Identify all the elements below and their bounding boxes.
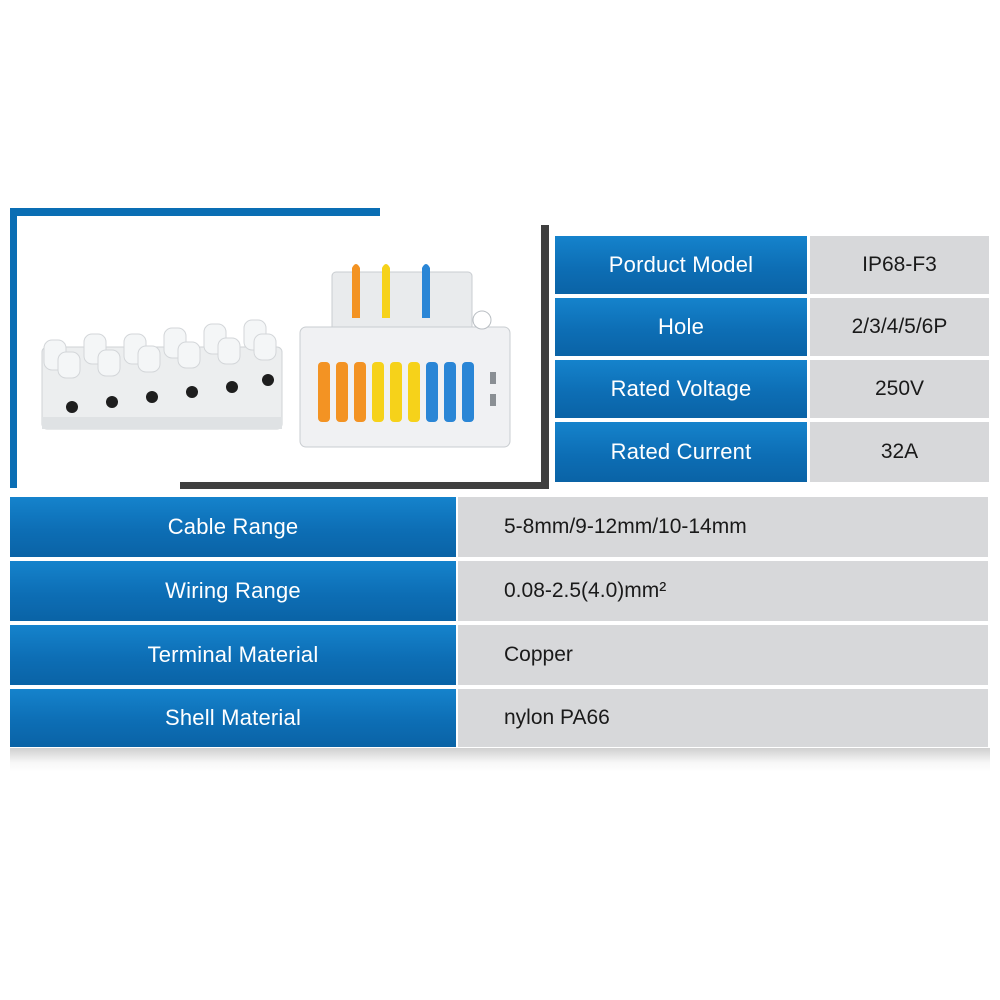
spec-value: Copper [458, 625, 988, 685]
spec-row-cable-range: Cable Range 5-8mm/9-12mm/10-14mm [10, 497, 988, 557]
spec-value: 32A [810, 422, 989, 482]
spec-label: Porduct Model [555, 236, 807, 294]
spec-value: IP68-F3 [810, 236, 989, 294]
spec-label: Hole [555, 298, 807, 356]
spec-row-wiring-range: Wiring Range 0.08-2.5(4.0)mm² [10, 561, 988, 621]
spec-label: Wiring Range [10, 561, 456, 621]
spec-row-voltage: Rated Voltage 250V [555, 360, 989, 418]
table-shadow [10, 748, 990, 772]
spec-row-shell-material: Shell Material nylon PA66 [10, 689, 988, 747]
spec-value: 250V [810, 360, 989, 418]
frame-bottom-accent [180, 482, 549, 489]
spec-value: 2/3/4/5/6P [810, 298, 989, 356]
spec-row-model: Porduct Model IP68-F3 [555, 236, 989, 294]
product-photo [41, 264, 511, 448]
terminal-strip-image [41, 319, 283, 430]
spec-label: Terminal Material [10, 625, 456, 685]
spec-label: Rated Current [555, 422, 807, 482]
spec-label: Shell Material [10, 689, 456, 747]
spec-value: 5-8mm/9-12mm/10-14mm [458, 497, 988, 557]
spec-value: nylon PA66 [458, 689, 988, 747]
spec-row-hole: Hole 2/3/4/5/6P [555, 298, 989, 356]
frame-right-accent [541, 225, 549, 489]
spec-label: Rated Voltage [555, 360, 807, 418]
frame-left-accent [10, 208, 17, 488]
spec-label: Cable Range [10, 497, 456, 557]
frame-top-accent [10, 208, 380, 216]
spec-value: 0.08-2.5(4.0)mm² [458, 561, 988, 621]
spec-row-current: Rated Current 32A [555, 422, 989, 482]
lever-connector-image [299, 264, 511, 448]
spec-row-terminal-material: Terminal Material Copper [10, 625, 988, 685]
